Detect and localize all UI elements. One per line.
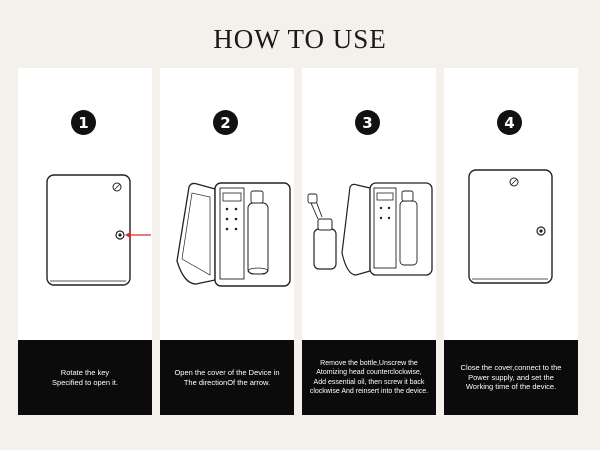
caption-line: Add essential oil, then screw it back [313, 378, 425, 386]
caption-line: Rotate the key [60, 367, 110, 377]
caption-line: Close the cover,connect to the [460, 362, 562, 372]
caption-line: Specified to open it. [52, 377, 118, 387]
step-caption-2: Open the cover of the Device in The dire… [160, 340, 294, 415]
caption-line: Working time of the device. [465, 382, 557, 392]
step-caption-4: Close the cover,connect to the Power sup… [444, 340, 578, 415]
step-caption-3: Remove the bottle,Unscrew the Atomizing … [302, 340, 436, 415]
step-card-1: 1 Rotate the key Specified to open it. [18, 68, 152, 415]
closed-device-illustration [46, 174, 151, 286]
step-number-2: 2 [213, 110, 238, 135]
caption-line: clockwise And reinsert into the device. [309, 387, 429, 395]
step-card-4: 4 Close the cover,connect to the Power s… [444, 68, 578, 415]
caption-line: Remove the bottle,Unscrew the [320, 360, 418, 368]
step-card-3: 3 Remove the bottle,Unscrew the Atomizin… [302, 68, 436, 415]
caption-line: Atomizing head counterclockwise, [316, 369, 422, 377]
step-number-3: 3 [355, 110, 380, 135]
refill-oil-illustration [307, 182, 433, 276]
step-number-4: 4 [497, 110, 522, 135]
step-card-2: 2 Open the cover of the Device in The di… [160, 68, 294, 415]
caption-line: Open the cover of the Device in [174, 367, 280, 377]
closed-device-illustration [468, 169, 553, 284]
open-device-illustration [176, 182, 291, 287]
caption-line: Power supply, and set the [468, 372, 554, 382]
step-caption-1: Rotate the key Specified to open it. [18, 340, 152, 415]
caption-line: The directionOf the arrow. [183, 377, 271, 387]
page-title: HOW TO USE [213, 24, 387, 54]
step-number-1: 1 [71, 110, 96, 135]
